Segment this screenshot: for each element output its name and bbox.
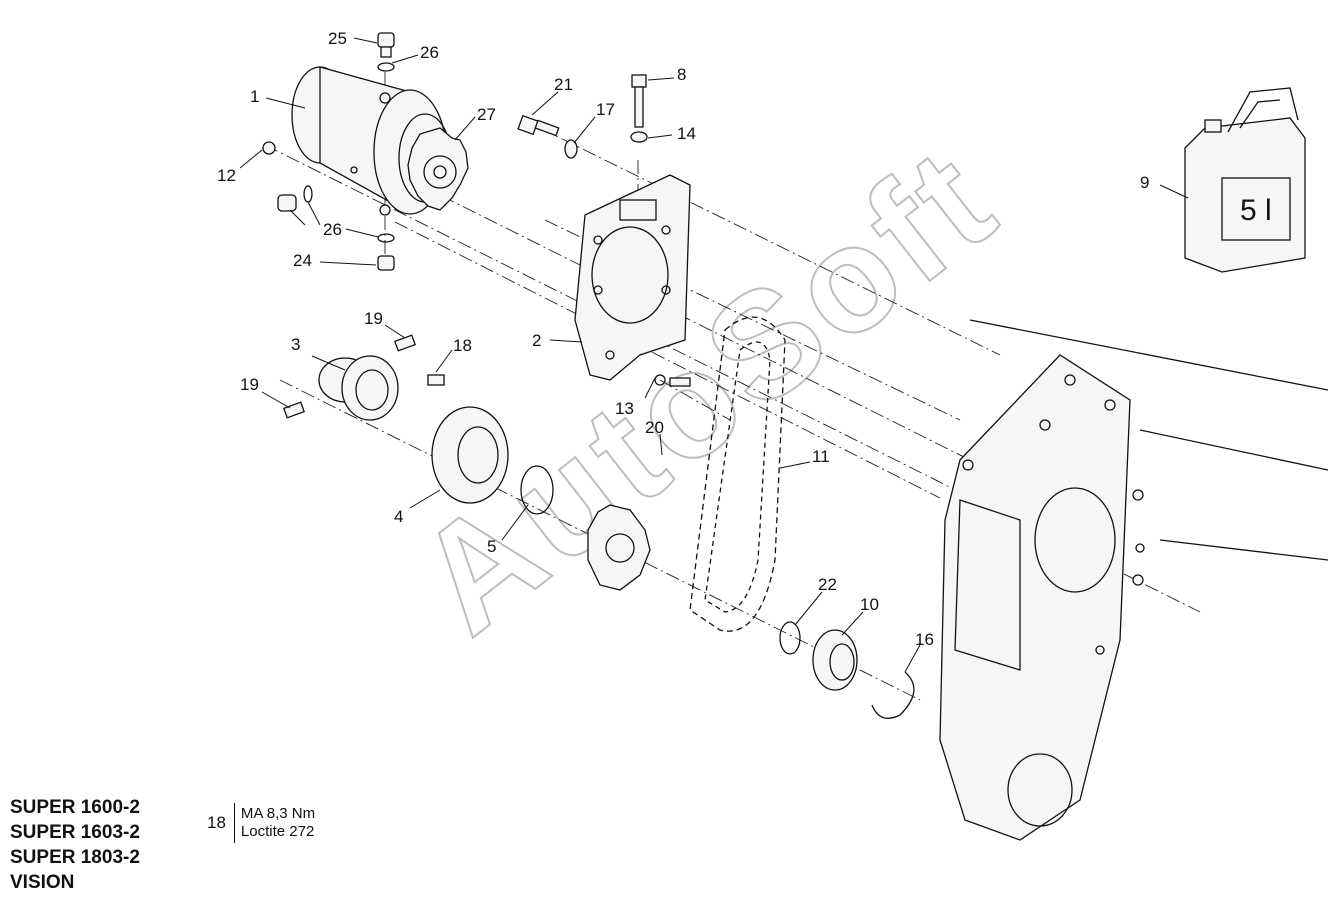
part-label-21: 21	[554, 75, 573, 94]
frame-housing	[939, 319, 1328, 841]
part-label-18: 18	[453, 336, 472, 355]
part-label-19-top: 19	[364, 309, 383, 328]
part-label-14: 14	[677, 124, 696, 143]
part-label-11: 11	[812, 447, 830, 466]
model-name: SUPER 1600-2	[10, 797, 140, 818]
part-label-12: 12	[217, 166, 236, 185]
part-label-16: 16	[915, 630, 934, 649]
watermark: AutoSoft	[385, 112, 1027, 666]
part-label-26-bottom: 26	[323, 220, 342, 239]
torque-value: MA 8,3 Nm	[240, 805, 316, 822]
part-label-22: 22	[818, 575, 837, 594]
canister-volume-label: 5 l	[1240, 194, 1272, 227]
gearbox-fittings	[262, 32, 395, 271]
part-label-1: 1	[250, 87, 259, 106]
drive-sprocket	[407, 127, 469, 211]
part-label-25: 25	[328, 29, 347, 48]
part-label-13: 13	[615, 399, 634, 418]
part-label-17: 17	[596, 100, 615, 119]
part-label-26-top: 26	[420, 43, 439, 62]
part-label-24: 24	[293, 251, 312, 270]
torque-note: 18 MA 8,3 Nm Loctite 272	[207, 803, 315, 843]
bearing-cover	[431, 374, 691, 515]
model-name: VISION	[10, 872, 75, 893]
drive-chain	[689, 316, 786, 632]
part-label-10: 10	[860, 595, 879, 614]
part-number-labels: 1 25 26 27 12 26 24 21 17 8 14 9 2 19 18…	[217, 29, 1149, 649]
callout-leaders	[239, 37, 1189, 673]
svg-text:AutoSoft: AutoSoft	[386, 113, 1026, 665]
part-label-3: 3	[291, 335, 300, 354]
model-name: SUPER 1803-2	[10, 847, 140, 868]
mounting-plate	[574, 174, 691, 381]
part-label-5: 5	[487, 537, 496, 556]
model-name: SUPER 1603-2	[10, 822, 140, 843]
lower-sprocket	[587, 504, 651, 591]
oil-canister: 5 l	[1184, 87, 1306, 273]
torque-note-ref: 18	[207, 803, 235, 843]
bearing-flange	[282, 334, 445, 421]
thread-locker: Loctite 272	[240, 823, 315, 840]
model-list: SUPER 1600-2 SUPER 1603-2 SUPER 1803-2 V…	[10, 795, 140, 895]
part-label-8: 8	[677, 65, 686, 84]
part-label-9: 9	[1140, 173, 1149, 192]
plate-bolts	[517, 74, 648, 159]
part-label-20: 20	[645, 418, 664, 437]
part-label-4: 4	[394, 507, 403, 526]
output-bearing-set	[779, 621, 915, 719]
part-label-27: 27	[477, 105, 496, 124]
part-label-19-left: 19	[240, 375, 259, 394]
part-label-2: 2	[532, 331, 541, 350]
